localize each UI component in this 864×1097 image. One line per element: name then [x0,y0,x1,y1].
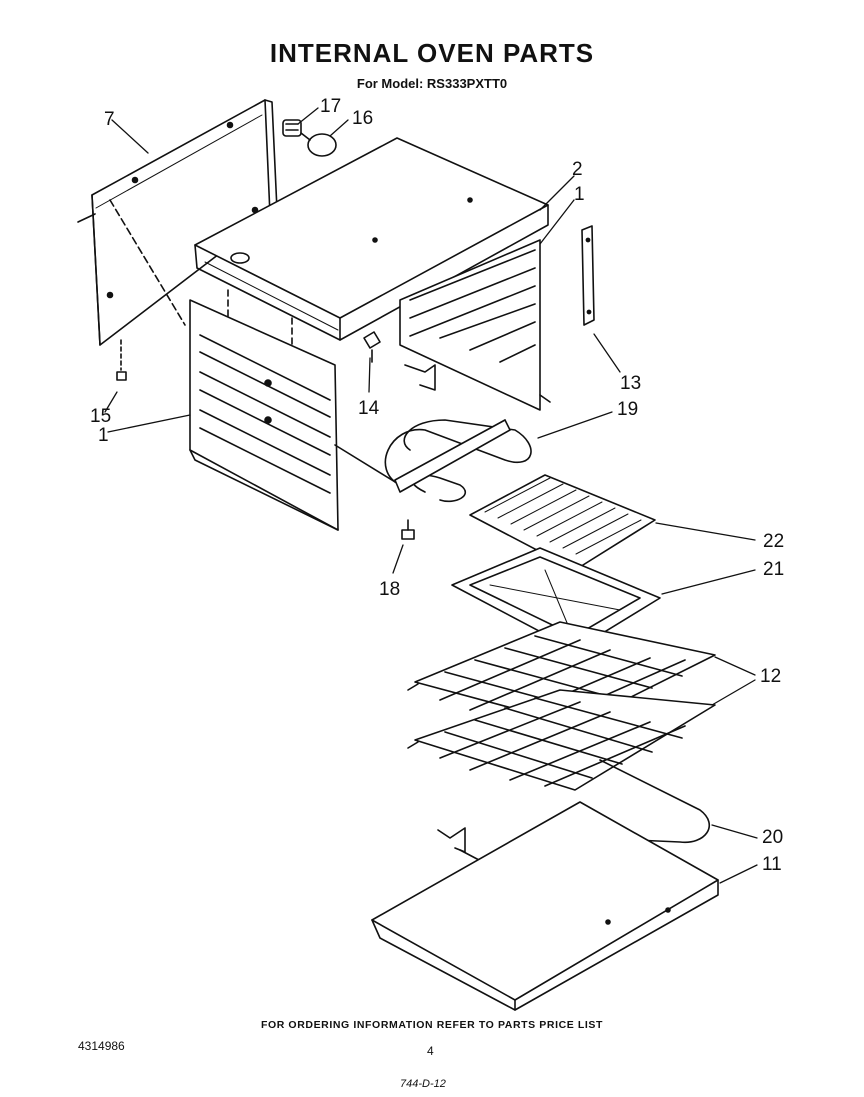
side-panel-left-drawing [189,299,339,531]
callout-21: 21 [763,559,784,580]
callout-1-right: 1 [574,184,585,205]
page-number: 4 [427,1044,434,1058]
top-panel-drawing [194,137,549,351]
broiler-pan-drawing [451,547,661,651]
callout-16: 16 [352,108,373,129]
callout-19: 19 [617,399,638,420]
callout-1-left: 1 [98,425,109,446]
callout-20: 20 [762,827,783,848]
callout-14: 14 [358,398,380,419]
callout-12: 12 [760,666,781,687]
callout-17: 17 [320,96,341,117]
leader-lines [104,107,758,884]
page-title: INTERNAL OVEN PARTS [269,38,595,68]
callout-22: 22 [763,531,784,552]
callout-13: 13 [620,373,641,394]
document-number: 4314986 [78,1039,125,1053]
broil-element-drawing [334,364,532,503]
broiler-grid-drawing [469,474,656,571]
bottom-panel-drawing [371,801,719,1011]
oven-racks-drawing [407,621,716,791]
bracket-drawing [581,225,595,326]
callout-7: 7 [104,109,115,130]
ordering-note: FOR ORDERING INFORMATION REFER TO PARTS … [260,1019,604,1031]
clip-screw-drawing [116,331,381,381]
handwritten-note: 744-D-12 [400,1078,446,1090]
callout-18: 18 [379,579,400,600]
callout-15: 15 [90,406,111,427]
sensor-drawing [401,519,415,540]
callout-2: 2 [572,159,583,180]
callout-11: 11 [762,854,782,875]
side-panel-right-drawing [399,239,551,411]
model-subtitle: For Model: RS333PXTT0 [356,76,508,91]
lamp-drawing [282,119,337,157]
